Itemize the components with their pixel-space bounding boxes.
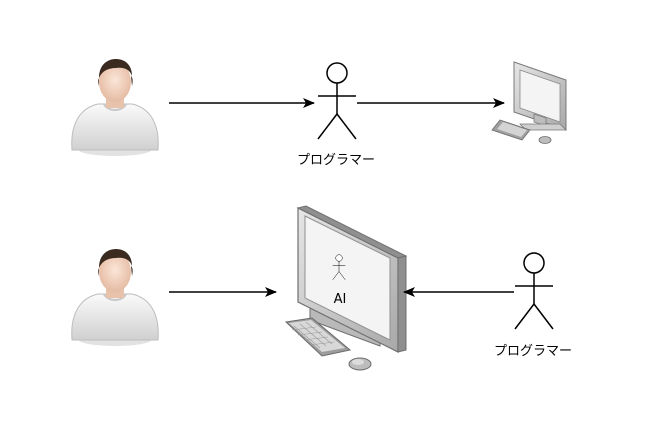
user-photo-icon [70,248,160,347]
programmer-label: プログラマー [494,344,572,359]
computer-icon [491,61,567,144]
user-photo-icon [70,58,160,157]
programmer-actor-icon [514,252,554,330]
ai-computer-icon [284,205,408,371]
programmer-actor-icon [317,62,357,140]
ai-screen-label: AI [334,292,347,307]
programmer-label: プログラマー [297,153,375,168]
